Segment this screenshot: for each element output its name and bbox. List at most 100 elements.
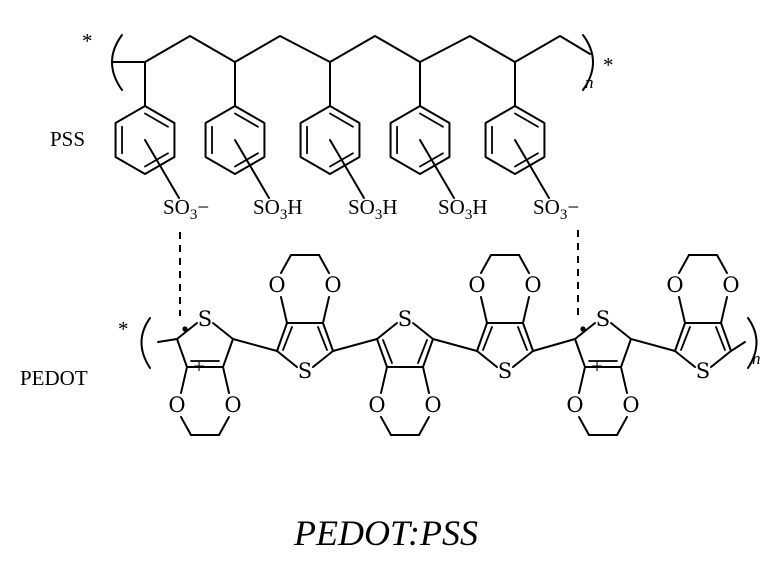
thiophene-bond (610, 322, 632, 340)
dioxane-bond (222, 366, 230, 394)
pss-repeat-n: n (585, 73, 594, 92)
benzene-ring (484, 105, 546, 175)
thiophene-bond (212, 322, 234, 340)
double-bond (680, 326, 691, 351)
dioxane-bond (518, 254, 530, 274)
inter-ring-bond (232, 338, 278, 352)
thiophene-bond (476, 322, 488, 352)
sulfonate-group-label: SO3H (253, 195, 303, 223)
sulfur-atom: S (198, 307, 212, 331)
thiophene-bond (376, 322, 398, 340)
thiophene-bond (522, 322, 534, 352)
thiophene-bond (512, 350, 534, 368)
oxygen-atom: O (324, 273, 341, 297)
subscript-3: 3 (280, 207, 288, 223)
thiophene-bond (376, 338, 388, 368)
oxygen-atom: O (622, 393, 639, 417)
benzene-ring (204, 105, 266, 175)
inter-ring-bond (630, 338, 676, 352)
sulfur-atom: S (696, 359, 710, 383)
dioxane-bond (578, 416, 590, 436)
benzene-ring (389, 105, 451, 175)
oxygen-atom: O (524, 273, 541, 297)
thiophene-bond (422, 338, 434, 368)
sulfonate-group-label: SO3H (438, 195, 488, 223)
oxygen-atom: O (468, 273, 485, 297)
sulfonyl-bond (234, 139, 270, 199)
thiophene-bond (710, 350, 732, 368)
hydrogen-atom: H (382, 195, 397, 219)
positive-charge: + (193, 354, 205, 378)
aromatic-bond (514, 112, 539, 128)
sulfur-atom: S (398, 307, 412, 331)
chain-end-bond (730, 341, 746, 352)
charge-minus: − (567, 195, 579, 219)
oxygen-atom: O (224, 393, 241, 417)
pss-backbone (111, 35, 591, 63)
thiophene-bond (674, 350, 696, 368)
thiophene-bond (322, 322, 334, 352)
aromatic-bond (234, 112, 259, 128)
pss-label: PSS (50, 127, 85, 151)
pss-unit-1: SO3− (114, 61, 209, 223)
pss-unit-3: SO3H (299, 61, 398, 223)
thiophene-bond (312, 350, 334, 368)
aromatic-bond (329, 112, 354, 128)
benzene-ring (299, 105, 361, 175)
sulfonyl-bond (329, 139, 365, 199)
chain-start-bond (157, 338, 178, 343)
dioxane-bond (280, 296, 288, 324)
sulfur-atom: S (298, 359, 312, 383)
dioxane-bond (522, 296, 530, 324)
subscript-3: 3 (190, 207, 198, 223)
radical-dot (580, 326, 586, 332)
benzene-ring (114, 105, 176, 175)
sulfonyl-bond (514, 139, 550, 199)
dioxane-bond (720, 296, 728, 324)
dioxane-bond (578, 366, 586, 394)
radical-dot (182, 326, 188, 332)
dioxane-bond (218, 416, 230, 436)
dioxane-bond (380, 366, 388, 394)
thiophene-bond (176, 338, 188, 368)
thiophene-bond (276, 350, 298, 368)
pedot-thiophene-4: S O O (468, 254, 542, 383)
hydrogen-atom: H (472, 195, 487, 219)
inter-ring-bond (332, 338, 378, 352)
double-bond (317, 326, 328, 351)
thiophene-bond (412, 322, 434, 340)
dioxane-bond (322, 296, 330, 324)
double-bond (382, 339, 393, 364)
inter-ring-bond (432, 338, 478, 352)
thiophene-bond (222, 338, 234, 368)
sulfonate-group-label: SO3H (348, 195, 398, 223)
sulfonyl-bond (419, 139, 455, 199)
thiophene-bond (720, 322, 732, 352)
sulfur-atom: S (498, 359, 512, 383)
double-bond (417, 339, 428, 364)
thiophene-bond (176, 322, 198, 340)
subscript-3: 3 (560, 207, 568, 223)
double-bond (482, 326, 493, 351)
sulfonyl-bond (144, 139, 180, 199)
sulfonate-group-label: SO3− (533, 195, 579, 223)
charge-minus: − (197, 195, 209, 219)
oxygen-atom: O (424, 393, 441, 417)
oxygen-atom: O (722, 273, 739, 297)
pss-unit-5: SO3− (484, 61, 579, 223)
dioxane-bond (480, 296, 488, 324)
dioxane-bond (480, 254, 492, 274)
pss-start-star: * (82, 29, 93, 53)
dioxane-bond (716, 254, 728, 274)
pss-end-star: * (603, 53, 614, 77)
positive-charge: + (591, 354, 603, 378)
dioxane-bond (180, 416, 192, 436)
dioxane-bond (418, 416, 430, 436)
sulfur-atom: S (596, 307, 610, 331)
